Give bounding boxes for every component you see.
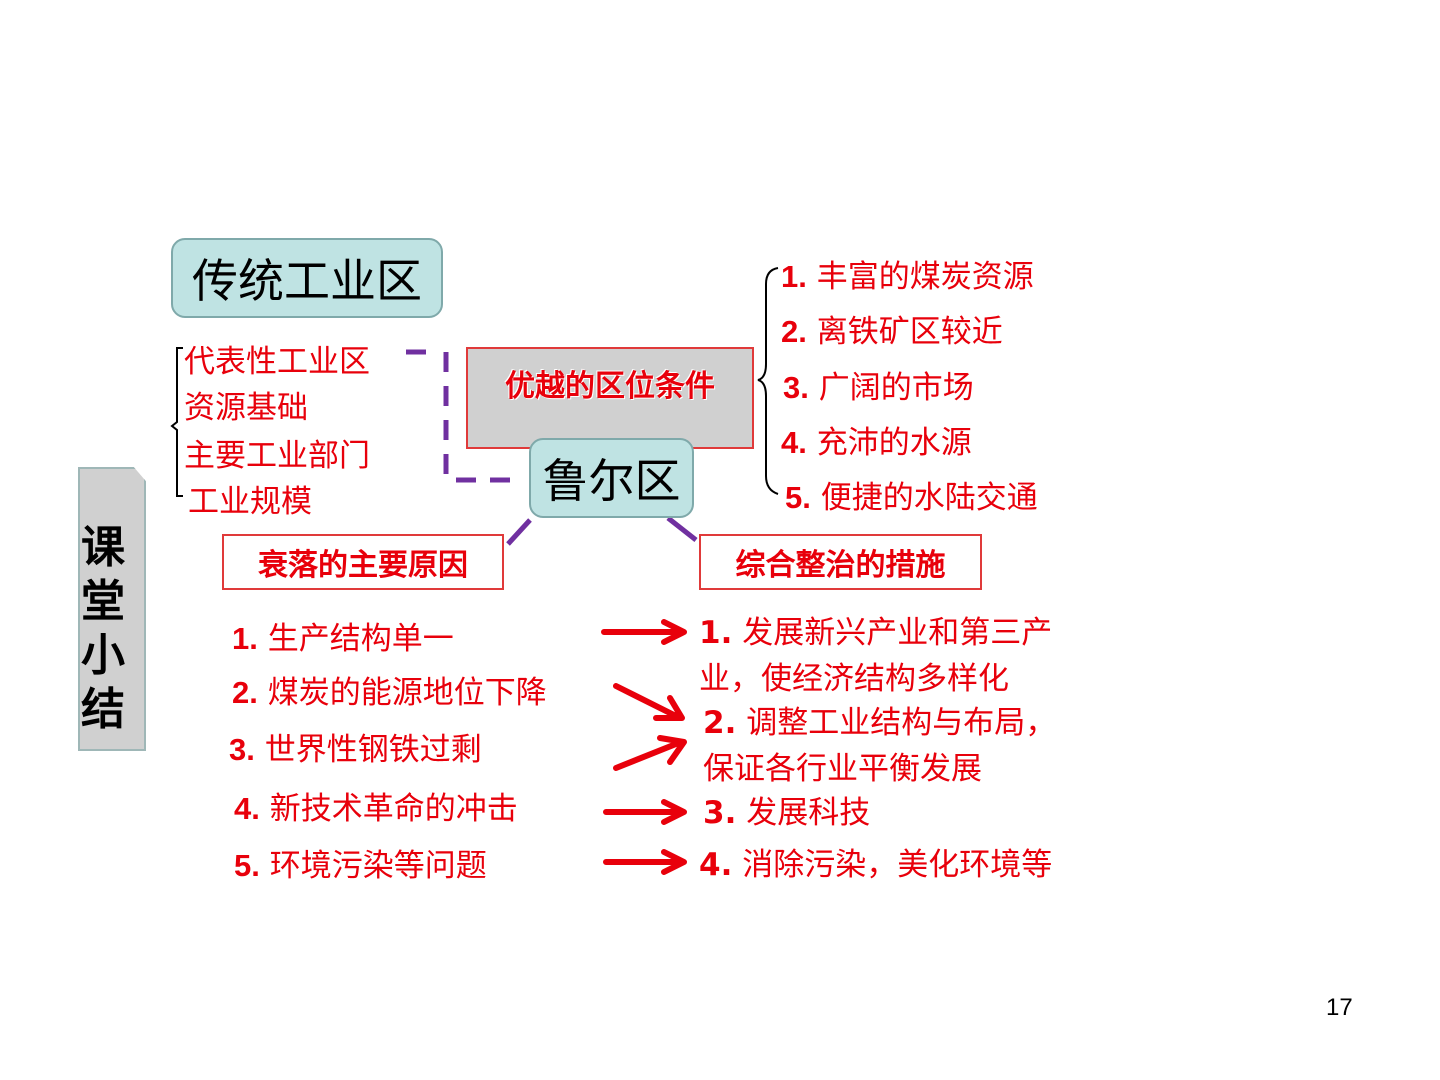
location-box: 优越的区位条件 [466, 347, 754, 449]
location-condition: 2. 离铁矿区较近 [781, 314, 1003, 350]
arrow-5 [603, 849, 687, 875]
left-brace [170, 347, 183, 497]
arrow-2 [613, 683, 685, 721]
left-item-2: 资源基础 [184, 390, 308, 426]
location-condition: 4. 充沛的水源 [781, 425, 972, 461]
location-condition: 5. 便捷的水陆交通 [785, 480, 1038, 516]
decline-reason: 2. 煤炭的能源地位下降 [232, 675, 547, 711]
arrow-1 [601, 619, 687, 645]
location-condition: 3. 广阔的市场 [783, 370, 974, 406]
side-tab-label: 课堂小结 [81, 522, 125, 735]
decline-reason: 1. 生产结构单一 [232, 621, 454, 657]
measure-item: 4. 消除污染，美化环境等 [699, 847, 1053, 883]
title-box: 传统工业区 [171, 238, 443, 318]
decline-box-label: 衰落的主要原因 [258, 548, 468, 583]
location-box-label: 优越的区位条件 [505, 369, 715, 404]
measures-box-label: 综合整治的措施 [735, 548, 946, 583]
decline-reason: 5. 环境污染等问题 [234, 848, 487, 884]
measure-item: 3. 发展科技 [703, 795, 871, 831]
connector-measures [666, 516, 698, 542]
center-box-label: 鲁尔区 [542, 454, 681, 508]
decline-box: 衰落的主要原因 [222, 534, 504, 590]
right-brace [757, 267, 779, 495]
measure-item: 2. 调整工业结构与布局，保证各行业平衡发展 [703, 705, 1057, 787]
dashed-connector [406, 349, 520, 483]
page-number: 17 [1326, 994, 1353, 1021]
side-tab: 课堂小结 [78, 467, 146, 751]
arrow-4 [603, 799, 687, 825]
decline-reason: 4. 新技术革命的冲击 [234, 791, 518, 827]
measure-item: 1. 发展新兴产业和第三产业，使经济结构多样化 [699, 615, 1053, 697]
arrow-3 [613, 735, 687, 771]
left-item-4: 工业规模 [188, 484, 312, 520]
measures-box: 综合整治的措施 [699, 534, 982, 590]
title-box-label: 传统工业区 [192, 254, 422, 308]
location-condition: 1. 丰富的煤炭资源 [781, 259, 1034, 295]
center-box: 鲁尔区 [529, 438, 694, 518]
decline-reason: 3. 世界性钢铁过剩 [229, 732, 482, 768]
left-item-3: 主要工业部门 [184, 438, 370, 474]
left-item-1: 代表性工业区 [184, 344, 370, 380]
connector-decline [506, 518, 532, 546]
